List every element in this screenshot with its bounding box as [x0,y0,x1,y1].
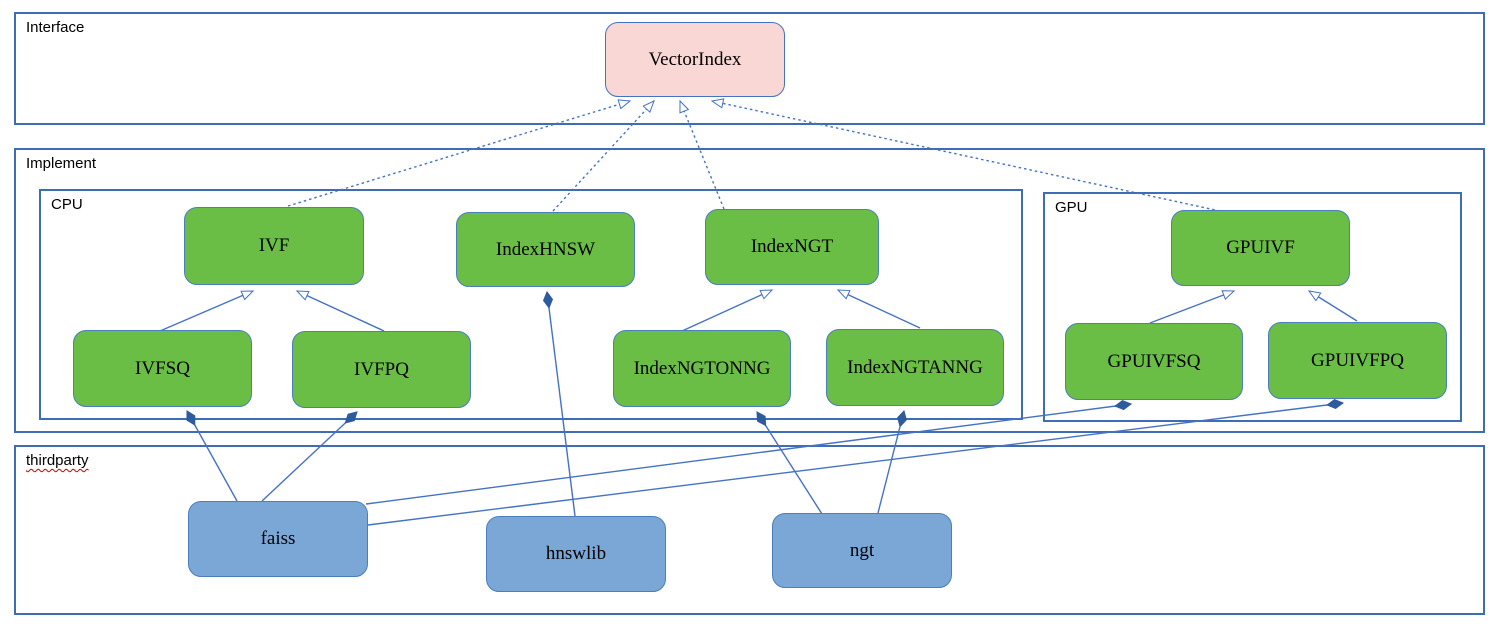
node-label: IVFPQ [354,358,409,380]
implement-section-label: Implement [26,155,97,172]
node-label: GPUIVFSQ [1107,350,1201,372]
node-hnswlib: hnswlib [486,516,666,592]
node-gpuivf: GPUIVF [1171,210,1350,286]
node-label: IVFSQ [135,357,190,379]
node-label: faiss [260,528,296,549]
node-indexngtonng: IndexNGTONNG [613,330,791,407]
node-label: VectorIndex [648,48,742,70]
node-faiss: faiss [188,501,368,577]
thirdparty-section-label: thirdparty [26,452,89,469]
node-label: GPUIVF [1226,237,1295,258]
node-gpuivfsq: GPUIVFSQ [1065,323,1243,400]
node-ngt: ngt [772,513,952,588]
node-label: IndexNGTANNG [847,356,983,378]
node-indexhnsw: IndexHNSW [456,212,635,287]
node-label: hnswlib [545,543,607,564]
node-ivfsq: IVFSQ [73,330,252,407]
interface-section-label: Interface [26,19,85,36]
node-vectorindex: VectorIndex [605,22,785,97]
node-label: GPUIVFPQ [1311,349,1404,371]
node-indexngt: IndexNGT [705,209,879,285]
node-gpuivfpq: GPUIVFPQ [1268,322,1447,399]
node-label: IVF [258,235,290,256]
node-label: IndexNGT [750,236,834,257]
node-indexngtanng: IndexNGTANNG [826,329,1004,406]
node-label: ngt [849,539,875,561]
node-ivfpq: IVFPQ [292,331,471,408]
node-label: IndexNGTONNG [633,357,771,379]
cpu-section-label: CPU [51,196,83,213]
node-ivf: IVF [184,207,364,285]
gpu-section-label: GPU [1055,199,1088,216]
node-label: IndexHNSW [495,238,596,260]
